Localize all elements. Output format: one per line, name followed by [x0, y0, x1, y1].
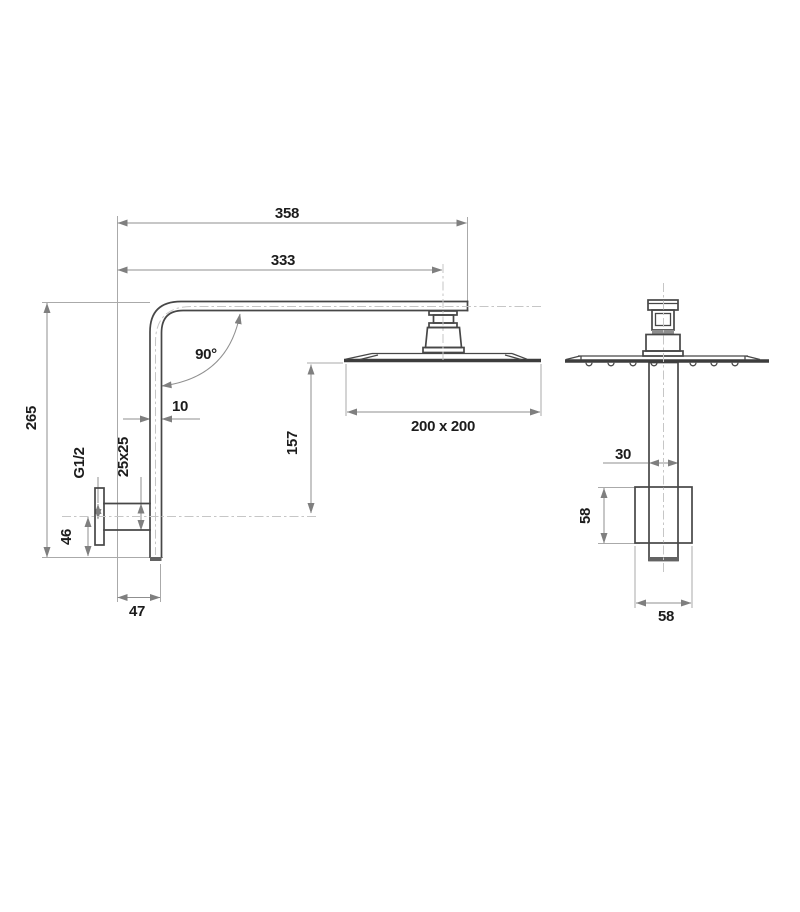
nozzle: [689, 362, 697, 367]
nozzle: [629, 362, 637, 367]
shower-head-profile: [344, 352, 541, 363]
centerlines: [62, 264, 664, 574]
nozzle: [585, 362, 593, 367]
dim-label-47: 47: [129, 603, 145, 620]
dim-label-333: 333: [271, 252, 295, 269]
nozzle: [710, 362, 718, 367]
dim-label-g12: G1/2: [71, 447, 88, 478]
dim-label-10: 10: [172, 398, 188, 415]
dimension-arc-90deg: [161, 313, 242, 389]
dim-label-90deg: 90°: [195, 346, 217, 363]
extension-lines: [42, 216, 693, 608]
dimension-labels: 358 333 90° 10 157 200 x 200 265 G1/2 25…: [23, 205, 674, 625]
dim-label-58-height: 58: [577, 508, 594, 524]
dim-label-157: 157: [284, 431, 301, 455]
dim-label-58-width: 58: [658, 608, 674, 625]
arm-outline-inner: [160, 309, 469, 558]
arm-centerline: [155, 306, 541, 555]
inlet-pipe: [103, 502, 151, 531]
head-bevel-left-side: [565, 355, 582, 361]
mounting-flange-side: [634, 486, 693, 544]
dim-label-200x200: 200 x 200: [411, 418, 475, 435]
nozzle: [650, 362, 658, 367]
side-view: [565, 299, 769, 562]
head-bevel-right-side: [744, 355, 761, 361]
nozzles: [585, 362, 739, 367]
dim-label-358: 358: [275, 205, 299, 222]
dimension-lines: [43, 219, 692, 607]
arm-bottom-cap: [150, 557, 162, 561]
nozzle: [607, 362, 615, 367]
head-bevel-right: [504, 352, 528, 361]
dim-label-46: 46: [58, 529, 75, 545]
nozzle: [731, 362, 739, 367]
head-bevel-left: [345, 352, 379, 361]
dim-label-25x25: 25x25: [115, 437, 132, 477]
dim-label-265: 265: [23, 406, 40, 430]
arm-outline-outer: [149, 300, 469, 558]
shower-head-side: [565, 355, 769, 367]
dim-label-30: 30: [615, 446, 631, 463]
